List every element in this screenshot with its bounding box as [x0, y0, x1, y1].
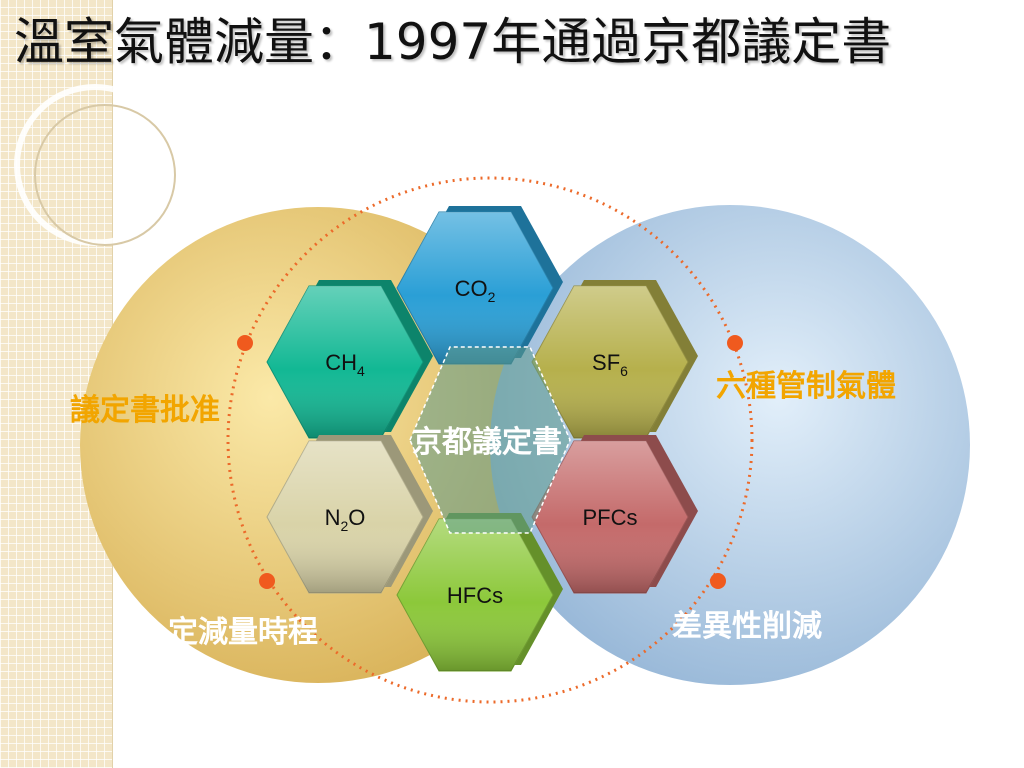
ring-dot-left-bottom [259, 573, 275, 589]
hex-sf6-label: SF6 [592, 350, 628, 379]
hex-sf6: SF6 [531, 280, 698, 439]
hex-n2o-gloss [267, 441, 423, 593]
hex-pfcs-label: PFCs [583, 505, 638, 530]
label-ratification: 議定書批准 [70, 393, 220, 428]
decorative-arcs [14, 84, 176, 246]
hex-n2o-label: N2O [325, 505, 366, 534]
center-hexagon [409, 346, 571, 534]
label-reduction-schedule: 定減量時程 [168, 615, 318, 650]
center-label: 京都議定書 [412, 425, 562, 460]
hex-ch4: CH4 [266, 280, 433, 439]
label-six-gases: 六種管制氣體 [716, 369, 896, 404]
hex-co2: CO2 [396, 206, 563, 365]
label-differentiated-reduction: 差異性削減 [672, 609, 822, 644]
hex-co2-gloss [397, 212, 553, 364]
slide-title: 溫室氣體減量：1997年通過京都議定書 [14, 13, 892, 71]
dotted-ring [226, 176, 754, 704]
hex-n2o: N2O [266, 435, 433, 594]
ring-dot-right-top [727, 335, 743, 351]
ring-dot-right-bottom [710, 573, 726, 589]
ring-dot-left-top [237, 335, 253, 351]
hex-ch4-gloss [267, 286, 423, 438]
hex-pfcs: PFCs [531, 435, 698, 594]
hex-hfcs: HFCs [396, 513, 563, 672]
hex-sf6-gloss [532, 286, 688, 438]
hex-ch4-label: CH4 [325, 350, 365, 379]
hex-pfcs-gloss [532, 441, 688, 593]
hex-co2-label: CO2 [455, 276, 496, 305]
hex-hfcs-label: HFCs [447, 583, 503, 608]
hex-hfcs-gloss [397, 519, 553, 671]
